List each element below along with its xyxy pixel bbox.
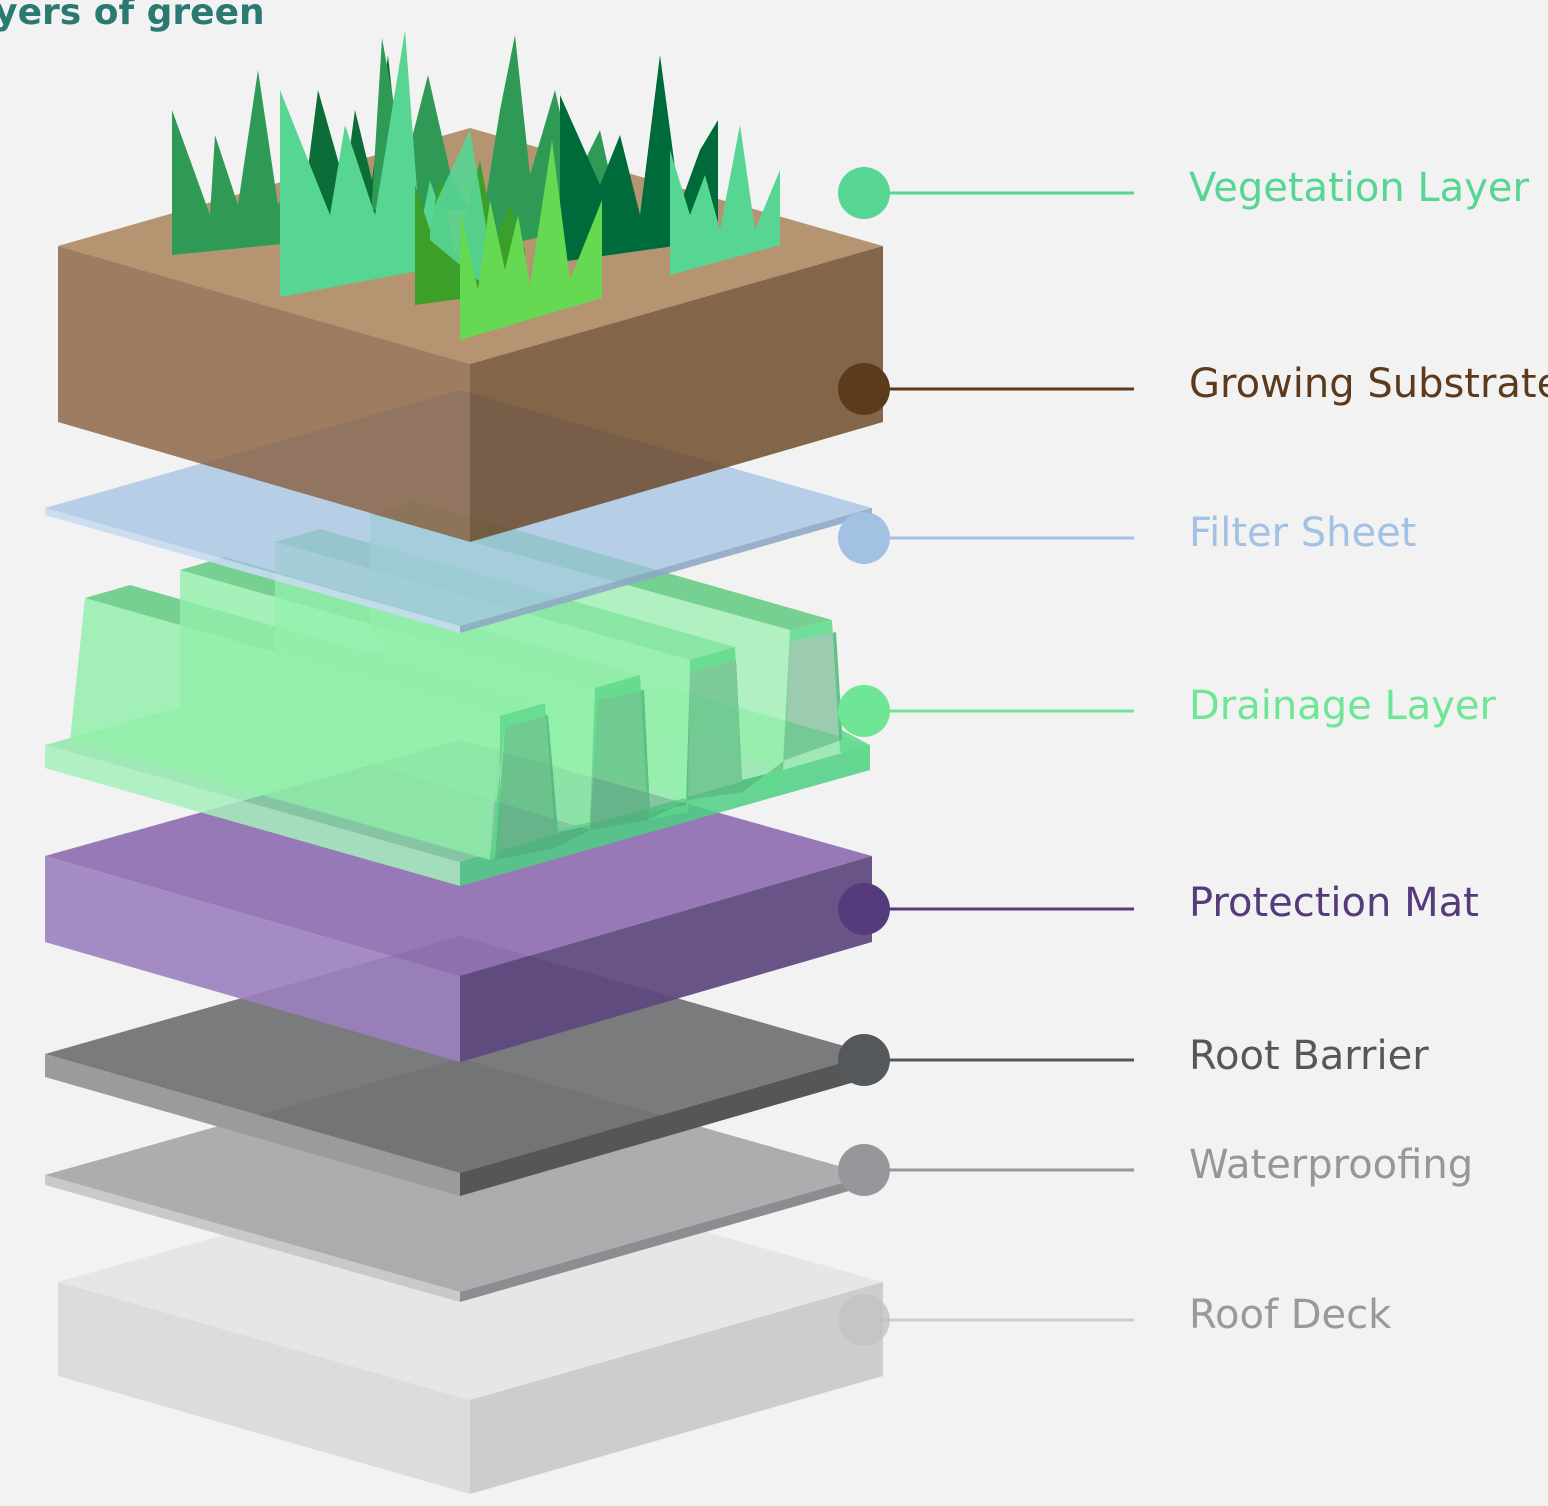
drainage-layer-label: Drainage Layer <box>1189 683 1496 729</box>
vegetation-grass <box>172 30 780 340</box>
filter-sheet-marker-dot <box>838 512 890 564</box>
protection-mat-label: Protection Mat <box>1189 880 1479 926</box>
roof-deck-label: Roof Deck <box>1189 1292 1392 1338</box>
roof-deck-marker-dot <box>838 1294 890 1346</box>
filter-sheet-label: Filter Sheet <box>1189 510 1417 556</box>
vegetation-layer-label: Vegetation Layer <box>1189 165 1529 211</box>
vegetation-layer-marker-dot <box>838 167 890 219</box>
waterproofing-marker-dot <box>838 1144 890 1196</box>
drainage-layer-marker-dot <box>838 685 890 737</box>
diagram-title: Layers of green <box>0 0 265 33</box>
waterproofing-label: Waterproofing <box>1189 1142 1474 1188</box>
leader-lines <box>838 167 1134 1346</box>
root-barrier-label: Root Barrier <box>1189 1033 1429 1079</box>
growing-substrate-label: Growing Substrate <box>1189 361 1548 407</box>
growing-substrate-marker-dot <box>838 363 890 415</box>
protection-mat-marker-dot <box>838 883 890 935</box>
root-barrier-marker-dot <box>838 1034 890 1086</box>
